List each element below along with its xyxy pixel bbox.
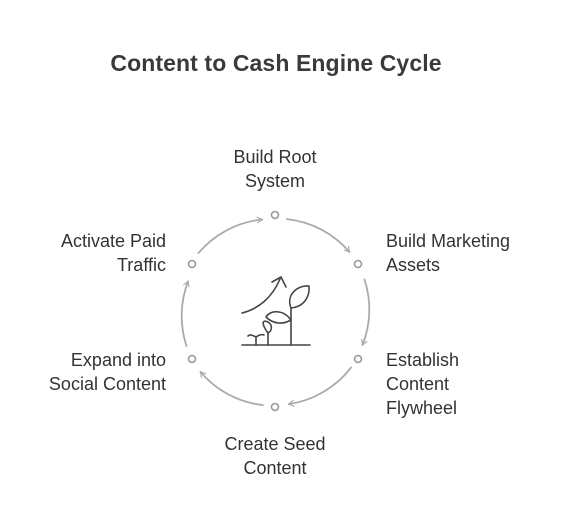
arrow-social-to-paid xyxy=(180,280,190,347)
diagram-title: Content to Cash Engine Cycle xyxy=(110,50,442,76)
step-label-expand-social-content: Expand into Social Content xyxy=(48,350,166,394)
step-label-create-seed-content: Create Seed Content xyxy=(224,434,326,478)
cycle-arrows xyxy=(180,216,371,407)
step-label-establish-content-flywheel: Establish Content Flywheel xyxy=(386,350,460,418)
node-build-root-system xyxy=(270,210,280,220)
node-create-seed-content xyxy=(270,402,280,412)
arrow-seed-to-social xyxy=(199,370,264,406)
node-expand-social-content xyxy=(187,354,197,364)
arrow-marketing-to-flywheel xyxy=(361,278,371,346)
growing-plants-with-arrow-icon xyxy=(241,276,311,346)
node-establish-content-flywheel xyxy=(353,354,363,364)
arrow-paid-to-root xyxy=(197,216,264,254)
step-label-activate-paid-traffic: Activate Paid Traffic xyxy=(60,231,166,275)
node-build-marketing-assets xyxy=(353,259,363,269)
cycle-nodes xyxy=(187,210,363,412)
step-label-build-root-system: Build Root System xyxy=(233,147,317,191)
step-label-build-marketing-assets: Build Marketing Assets xyxy=(386,231,511,275)
arrow-flywheel-to-seed xyxy=(287,366,352,407)
node-activate-paid-traffic xyxy=(187,259,197,269)
arrow-root-to-marketing xyxy=(286,218,351,253)
